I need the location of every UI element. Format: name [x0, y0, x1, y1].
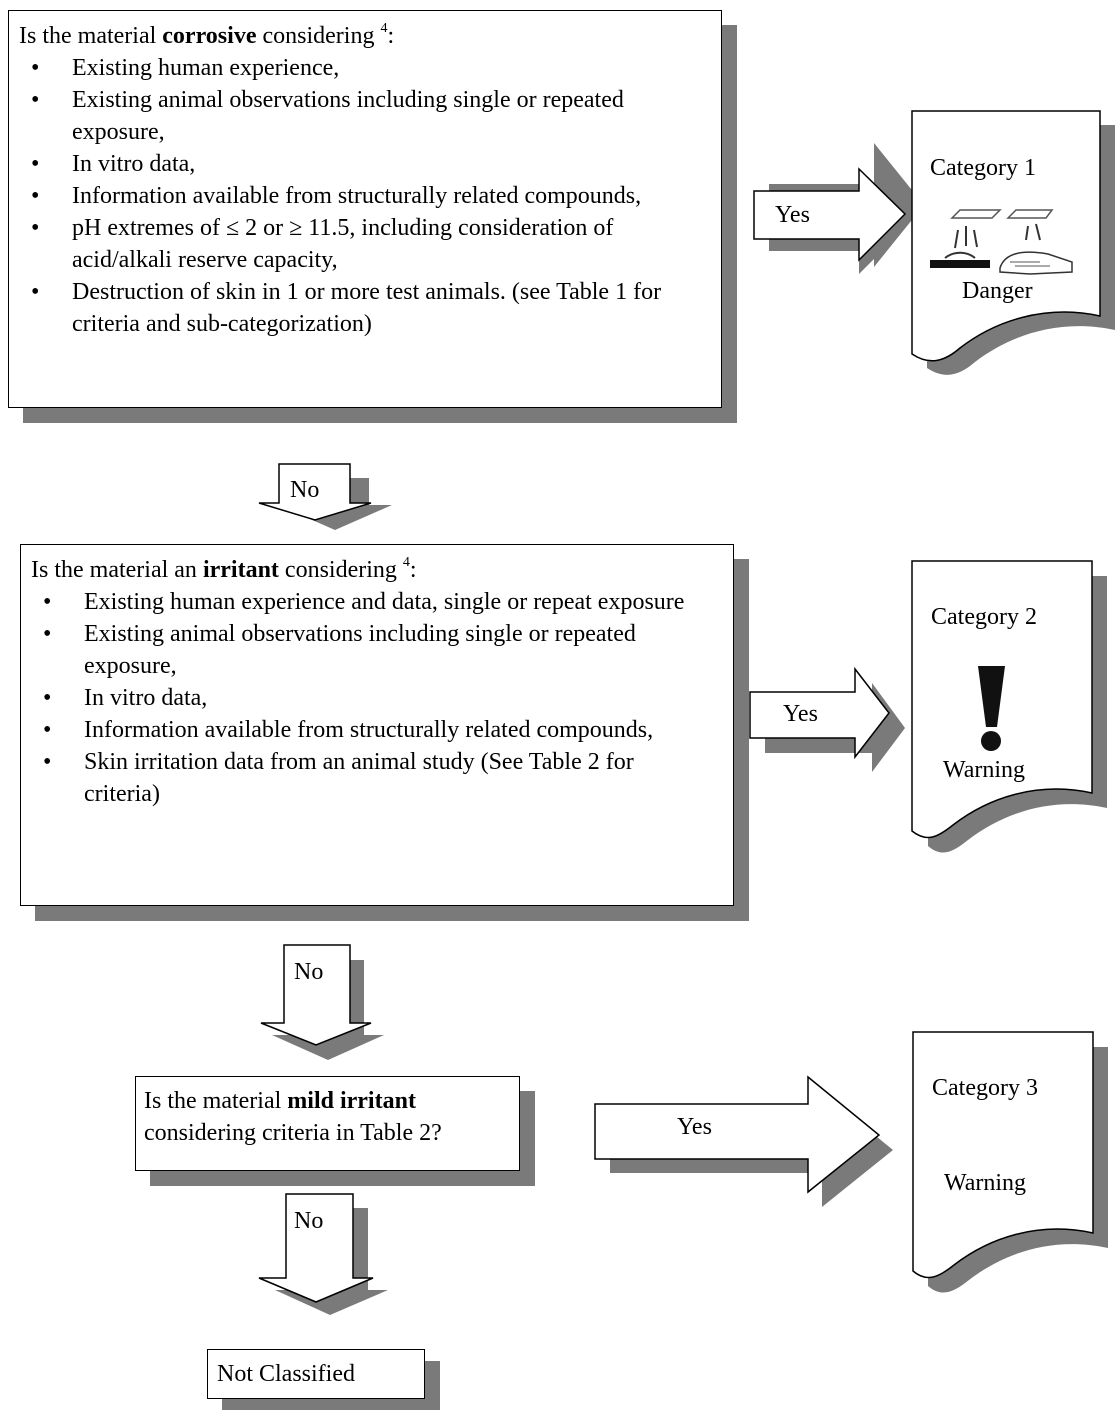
criteria-item: Existing human experience,	[19, 52, 701, 84]
corrosion-icon	[930, 209, 1073, 275]
irritant-question: Is the material an irritant considering …	[31, 555, 417, 584]
not-classified-box: Not Classified	[207, 1349, 425, 1399]
criteria-item: Information available from structurally …	[31, 714, 713, 746]
yes-arrow-1: Yes	[753, 143, 924, 274]
mild-irritant-question-line2: considering criteria in Table 2?	[144, 1120, 442, 1146]
yes-label-3: Yes	[677, 1114, 712, 1140]
category-3-signal-word: Warning	[944, 1170, 1027, 1196]
no-label-2: No	[294, 959, 323, 985]
category-1-document	[911, 110, 1115, 375]
exclamation-icon	[978, 666, 1005, 751]
criteria-item: In vitro data,	[31, 682, 713, 714]
category-2-signal-word: Warning	[943, 757, 1026, 783]
category-3-document	[912, 1031, 1108, 1293]
no-arrow-1: No	[258, 463, 392, 530]
footnote-ref-4: 4	[402, 555, 410, 570]
criteria-item: pH extremes of ≤ 2 or ≥ 11.5, including …	[19, 212, 701, 276]
category-2-label: Category 2	[931, 604, 1037, 630]
category-2-document	[911, 560, 1107, 853]
irritant-keyword: irritant	[202, 557, 279, 583]
category-1-label: Category 1	[930, 155, 1036, 181]
mild-irritant-keyword: mild irritant	[287, 1088, 416, 1114]
category-1-signal-word: Danger	[962, 278, 1033, 304]
yes-label-1: Yes	[775, 202, 810, 228]
corrosive-criteria-list: Existing human experience, Existing anim…	[19, 52, 711, 340]
no-arrow-3: No	[258, 1193, 388, 1315]
yes-arrow-3: Yes	[594, 1075, 893, 1207]
criteria-item: Information available from structurally …	[19, 180, 701, 212]
yes-arrow-2: Yes	[749, 666, 905, 772]
yes-label-2: Yes	[783, 701, 818, 727]
criteria-item: Existing animal observations including s…	[19, 84, 701, 148]
irritant-criteria-list: Existing human experience and data, sing…	[31, 586, 723, 810]
no-label-1: No	[290, 477, 319, 503]
corrosive-question-box: Is the material corrosive considering 4:…	[8, 10, 722, 408]
not-classified-label: Not Classified	[217, 1361, 355, 1387]
criteria-item: Existing human experience and data, sing…	[31, 586, 713, 618]
irritant-question-box: Is the material an irritant considering …	[20, 544, 734, 906]
criteria-item: Skin irritation data from an animal stud…	[31, 746, 713, 810]
criteria-item: Existing animal observations including s…	[31, 618, 713, 682]
no-label-3: No	[294, 1208, 323, 1234]
corrosive-keyword: corrosive	[162, 23, 257, 49]
category-3-label: Category 3	[932, 1075, 1038, 1101]
mild-irritant-question-box: Is the material mild irritant considerin…	[135, 1076, 520, 1171]
mild-irritant-question: Is the material mild irritant	[144, 1088, 416, 1114]
criteria-item: Destruction of skin in 1 or more test an…	[19, 276, 701, 340]
corrosive-question: Is the material corrosive considering 4:	[19, 21, 395, 50]
no-arrow-2: No	[260, 944, 384, 1060]
footnote-ref-4: 4	[380, 21, 388, 36]
criteria-item: In vitro data,	[19, 148, 701, 180]
